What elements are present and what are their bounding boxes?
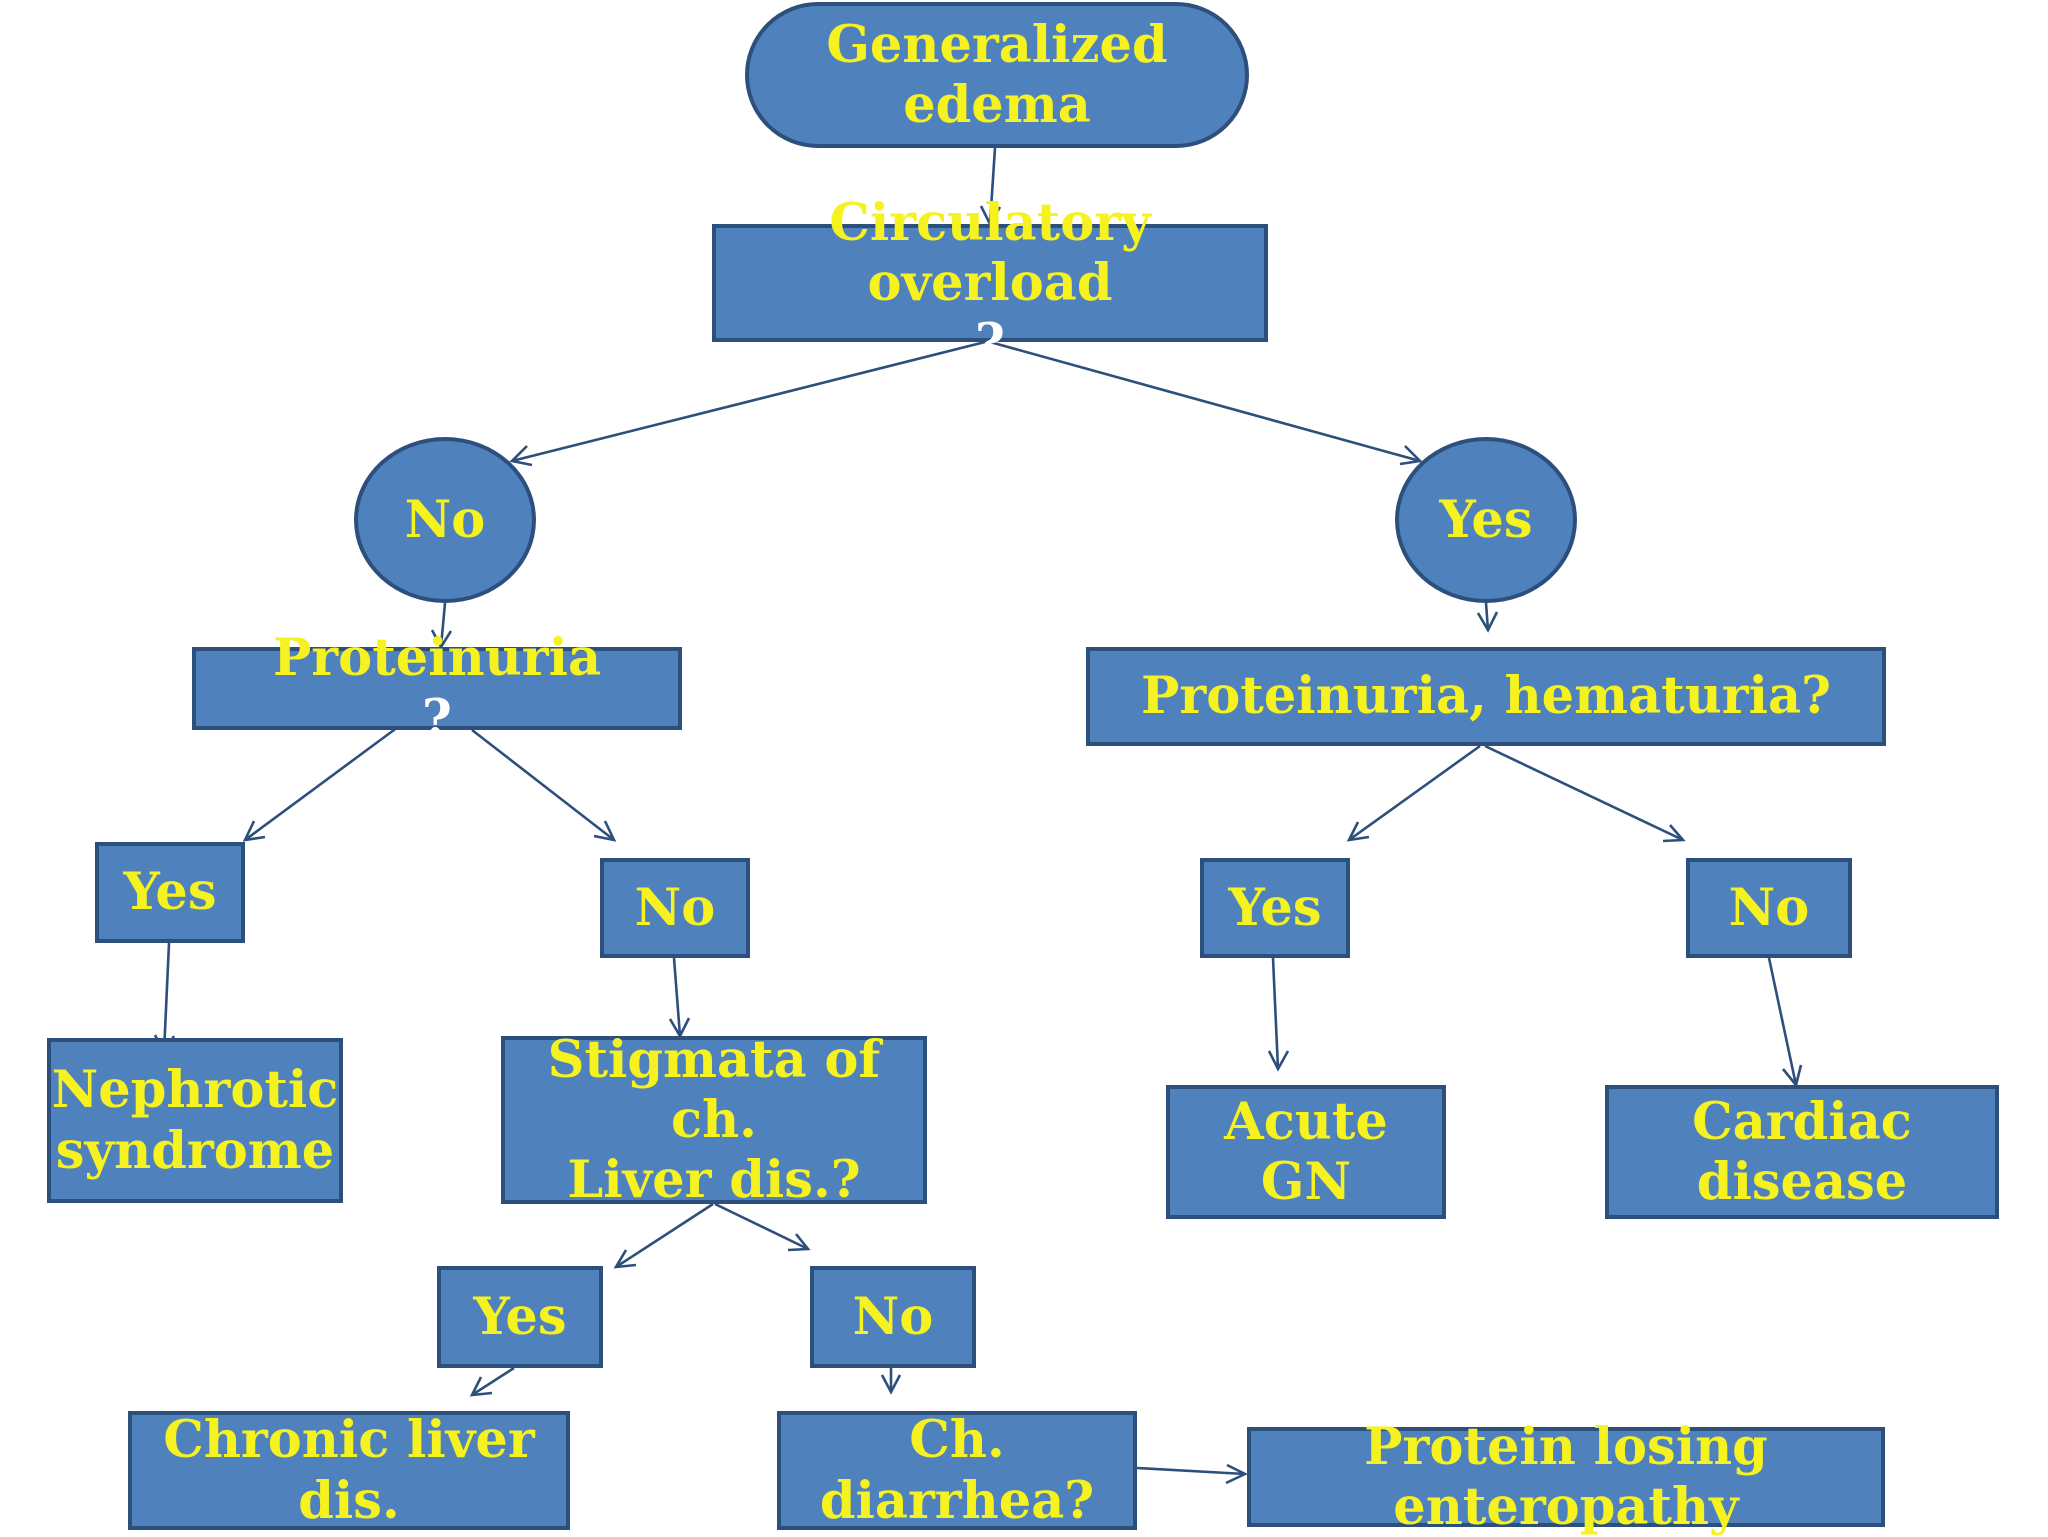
node-chronic-liver-line1: Chronic liver [163, 1410, 535, 1471]
node-proteinuria-label: Proteinuria? [273, 628, 601, 748]
node-circulatory-no: No [354, 437, 536, 603]
arrowhead [1662, 824, 1686, 843]
node-circulatory-yes: Yes [1395, 437, 1577, 603]
node-nephrotic-syndrome: Nephrotic syndrome [47, 1038, 343, 1203]
node-protein-losing-line1: Protein losing [1364, 1416, 1768, 1477]
arrowhead [469, 1376, 493, 1397]
edge-yes-to-acute-gn [1271, 957, 1280, 1070]
node-diarrhea-line1: Ch. [909, 1410, 1005, 1471]
node-cardiac-line1: Cardiac [1692, 1091, 1912, 1152]
node-proteinuria-hematuria: Proteinuria, hematuria? [1086, 647, 1886, 746]
node-circulatory-no-label: No [404, 489, 486, 550]
node-nephrotic-line1: Nephrotic [51, 1060, 339, 1121]
node-proteinuria-yes: Yes [95, 842, 245, 943]
node-acute-gn-line2: GN [1260, 1152, 1352, 1212]
node-proteinuria-question-mark: ? [422, 688, 452, 749]
node-proteinuria-text: Proteinuria [272, 628, 602, 689]
edge-yes-to-chronic-liver [471, 1366, 515, 1397]
edge-no-to-stigmata [672, 957, 682, 1037]
arrowhead [1346, 821, 1370, 842]
node-prot-hematuria-yes-label: Yes [1228, 877, 1322, 938]
node-circulatory-line1: Circulatory [829, 192, 1151, 253]
arrowhead [1225, 1463, 1248, 1485]
node-chronic-liver-disease: Chronic liver dis. [128, 1410, 570, 1531]
node-stigmata-yes-label: Yes [473, 1286, 567, 1347]
node-stigmata-no-label: No [852, 1286, 934, 1347]
node-proteinuria-no-label: No [634, 877, 716, 938]
edge-stigmata-to-yes [615, 1202, 714, 1269]
node-prot-hematuria-yes: Yes [1200, 858, 1350, 958]
node-circulatory-line2-text: overload [867, 252, 1113, 313]
node-generalized-edema-line1: Generalized [826, 14, 1168, 75]
node-circulatory-overload: Circulatory overload? [712, 193, 1268, 373]
node-cardiac-line2: disease [1696, 1152, 1908, 1212]
node-proteinuria-hematuria-label: Proteinuria, hematuria? [1141, 666, 1831, 727]
node-chronic-liver-line2: dis. [298, 1470, 400, 1531]
node-circulatory-question-mark: ? [975, 313, 1005, 374]
node-proteinuria-no: No [600, 858, 750, 958]
node-stigmata-line1: Stigmata of ch. [547, 1029, 881, 1150]
node-circulatory-yes-label: Yes [1439, 489, 1533, 550]
arrowhead [1781, 1064, 1803, 1088]
node-cardiac-disease: Cardiac disease [1605, 1085, 1999, 1219]
edge-stigmata-to-no [714, 1202, 809, 1251]
arrowhead [613, 1249, 637, 1269]
node-acute-gn: Acute GN [1166, 1085, 1446, 1219]
node-proteinuria-yes-label: Yes [123, 862, 217, 923]
arrowhead [509, 445, 533, 467]
arrowhead [593, 820, 617, 842]
node-stigmata-liver: Stigmata of ch. Liver dis.? [501, 1030, 927, 1210]
arrowhead [242, 820, 266, 842]
node-diarrhea-line2: diarrhea? [819, 1470, 1095, 1531]
arrowhead [1267, 1050, 1290, 1072]
arrowhead [880, 1374, 902, 1395]
node-nephrotic-line2: syndrome [55, 1120, 335, 1181]
node-generalized-edema: Generalized edema [745, 2, 1249, 148]
edge-prot-hematuria-to-no [1484, 744, 1684, 842]
node-circulatory-line2: overload? [829, 253, 1150, 373]
arrowhead [787, 1233, 811, 1252]
arrowhead [1399, 445, 1423, 466]
edge-yes-to-nephrotic [162, 942, 171, 1054]
node-proteinuria: Proteinuria? [192, 628, 682, 749]
node-protein-losing-line2: enteropathy [1393, 1477, 1739, 1537]
node-chronic-diarrhea: Ch. diarrhea? [777, 1410, 1137, 1531]
node-stigmata-yes: Yes [437, 1266, 603, 1368]
node-protein-losing-enteropathy: Protein losing enteropathy [1247, 1417, 1885, 1537]
edge-no-to-cardiac [1767, 957, 1798, 1086]
node-acute-gn-line1: Acute [1224, 1091, 1388, 1152]
edge-diarrhea-to-protein-losing [1136, 1466, 1246, 1476]
node-prot-hematuria-no-label: No [1728, 877, 1810, 938]
edge-yes-to-prot-hematuria [1484, 602, 1490, 631]
node-stigmata-line2: Liver dis.? [567, 1150, 861, 1211]
arrowhead [1476, 611, 1499, 633]
node-prot-hematuria-no: No [1686, 858, 1852, 958]
edge-prot-hematuria-to-yes [1348, 744, 1481, 842]
node-stigmata-no: No [810, 1266, 976, 1368]
node-generalized-edema-line2: edema [903, 75, 1091, 135]
